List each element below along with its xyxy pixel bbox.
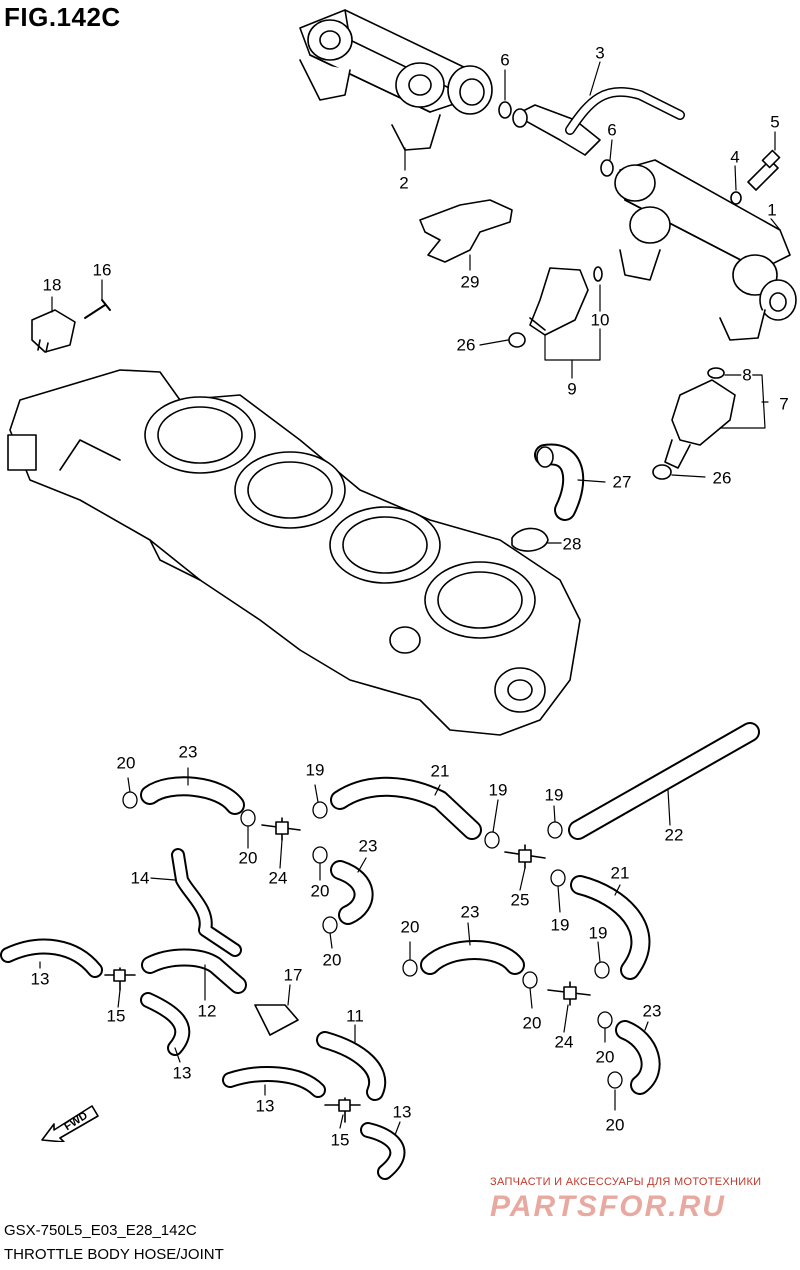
callout-28: 28 bbox=[561, 534, 583, 554]
callout-23-c: 23 bbox=[459, 902, 481, 922]
figure-title: FIG.142C bbox=[4, 2, 121, 32]
joint-24-a bbox=[261, 817, 301, 841]
callout-20-h: 20 bbox=[604, 1115, 626, 1135]
callout-20-f: 20 bbox=[521, 1013, 543, 1033]
callout-12: 12 bbox=[196, 1001, 218, 1021]
throttle-body bbox=[7, 369, 581, 736]
callout-15-b: 15 bbox=[329, 1130, 351, 1150]
callout-15-a: 15 bbox=[105, 1006, 127, 1026]
callout-29: 29 bbox=[459, 272, 481, 292]
callout-20-d: 20 bbox=[321, 950, 343, 970]
callout-19-e: 19 bbox=[587, 923, 609, 943]
callout-6-upper: 6 bbox=[499, 50, 511, 70]
callout-20-b: 20 bbox=[237, 848, 259, 868]
callout-27: 27 bbox=[611, 472, 633, 492]
callout-19-c: 19 bbox=[543, 785, 565, 805]
joint-15-a bbox=[104, 967, 136, 991]
fwd-arrow-icon: FWD bbox=[41, 1105, 99, 1142]
clamp-29 bbox=[419, 199, 513, 263]
figure-caption: THROTTLE BODY HOSE/JOINT bbox=[4, 1246, 224, 1263]
callout-13-d: 13 bbox=[391, 1102, 413, 1122]
washer-4 bbox=[730, 191, 742, 205]
callout-23-a: 23 bbox=[177, 742, 199, 762]
callout-24-a: 24 bbox=[267, 868, 289, 888]
callout-7: 7 bbox=[778, 394, 790, 414]
callout-20-g: 20 bbox=[594, 1047, 616, 1067]
o-ring-6-lower bbox=[600, 159, 614, 177]
callout-21-a: 21 bbox=[429, 761, 451, 781]
callout-1: 1 bbox=[766, 200, 778, 220]
callout-26-lower: 26 bbox=[711, 468, 733, 488]
callout-21-b: 21 bbox=[609, 863, 631, 883]
callout-3: 3 bbox=[594, 43, 606, 63]
callout-9: 9 bbox=[566, 379, 578, 399]
fuel-rail-upper bbox=[299, 9, 493, 151]
sensor-18 bbox=[31, 309, 76, 353]
callout-8: 8 bbox=[741, 365, 753, 385]
callout-19-b: 19 bbox=[487, 780, 509, 800]
callout-13-b: 13 bbox=[171, 1063, 193, 1083]
callout-16: 16 bbox=[91, 260, 113, 280]
joint-17 bbox=[254, 1004, 299, 1036]
joint-24-b bbox=[547, 981, 591, 1006]
callout-19-d: 19 bbox=[549, 915, 571, 935]
injector-7 bbox=[664, 367, 736, 469]
callout-23-d: 23 bbox=[641, 1001, 663, 1021]
fuel-pipe-3 bbox=[512, 86, 685, 156]
callout-10: 10 bbox=[589, 310, 611, 330]
callout-17: 17 bbox=[282, 965, 304, 985]
clip-28 bbox=[511, 527, 549, 552]
callout-18: 18 bbox=[41, 275, 63, 295]
o-ring-6-upper bbox=[498, 101, 512, 119]
fuel-rail-lower bbox=[614, 159, 797, 341]
callout-20-c: 20 bbox=[309, 881, 331, 901]
model-code: GSX-750L5_E03_E28_142C bbox=[4, 1222, 197, 1239]
callout-19-a: 19 bbox=[304, 760, 326, 780]
injector-9 bbox=[529, 266, 603, 336]
callout-25: 25 bbox=[509, 890, 531, 910]
callout-11: 11 bbox=[345, 1006, 365, 1026]
screw-16 bbox=[84, 299, 111, 319]
seal-26-upper bbox=[508, 332, 526, 348]
callout-4: 4 bbox=[729, 147, 741, 167]
watermark-logo: PARTSFOR.RU bbox=[490, 1190, 726, 1223]
callout-20-e: 20 bbox=[399, 917, 421, 937]
watermark-tagline: ЗАПЧАСТИ И АКСЕССУАРЫ ДЛЯ МОТОТЕХНИКИ bbox=[490, 1176, 762, 1188]
callout-24-b: 24 bbox=[553, 1032, 575, 1052]
callout-22: 22 bbox=[663, 825, 685, 845]
joint-15-b bbox=[324, 1097, 361, 1123]
callout-5: 5 bbox=[769, 112, 781, 132]
seal-26-lower bbox=[652, 464, 672, 480]
callout-26-upper: 26 bbox=[455, 335, 477, 355]
joint-25 bbox=[504, 844, 546, 869]
callout-23-b: 23 bbox=[357, 836, 379, 856]
bolt-5 bbox=[747, 149, 781, 191]
callout-20-a: 20 bbox=[115, 753, 137, 773]
callout-13-a: 13 bbox=[29, 969, 51, 989]
callout-6-lower: 6 bbox=[606, 120, 618, 140]
callout-2: 2 bbox=[398, 173, 410, 193]
callout-13-c: 13 bbox=[254, 1096, 276, 1116]
callout-14: 14 bbox=[129, 868, 151, 888]
